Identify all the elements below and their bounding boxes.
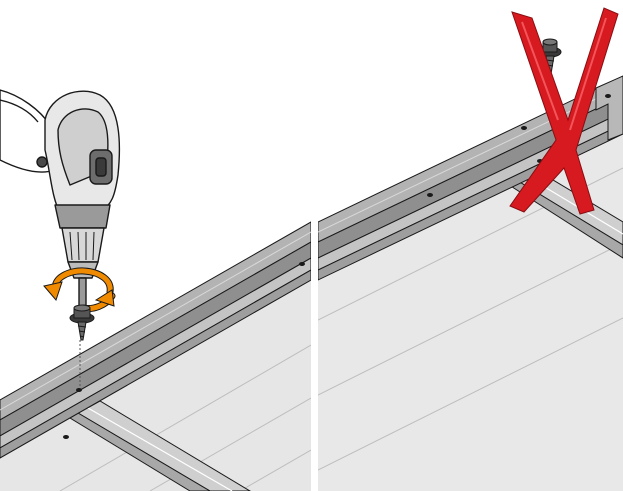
profile-hole (521, 126, 527, 130)
profile-hole (427, 193, 433, 197)
screw-icon (70, 305, 94, 340)
pilot-hole (76, 388, 82, 392)
profile-hole (299, 262, 305, 266)
panel-incorrect-installation (318, 0, 623, 491)
panel-incorrect-svg (318, 0, 623, 491)
profile-hole (63, 435, 69, 439)
panel-correct-installation (0, 0, 311, 491)
panel-correct-svg (0, 0, 311, 491)
profile-hole (605, 94, 611, 98)
